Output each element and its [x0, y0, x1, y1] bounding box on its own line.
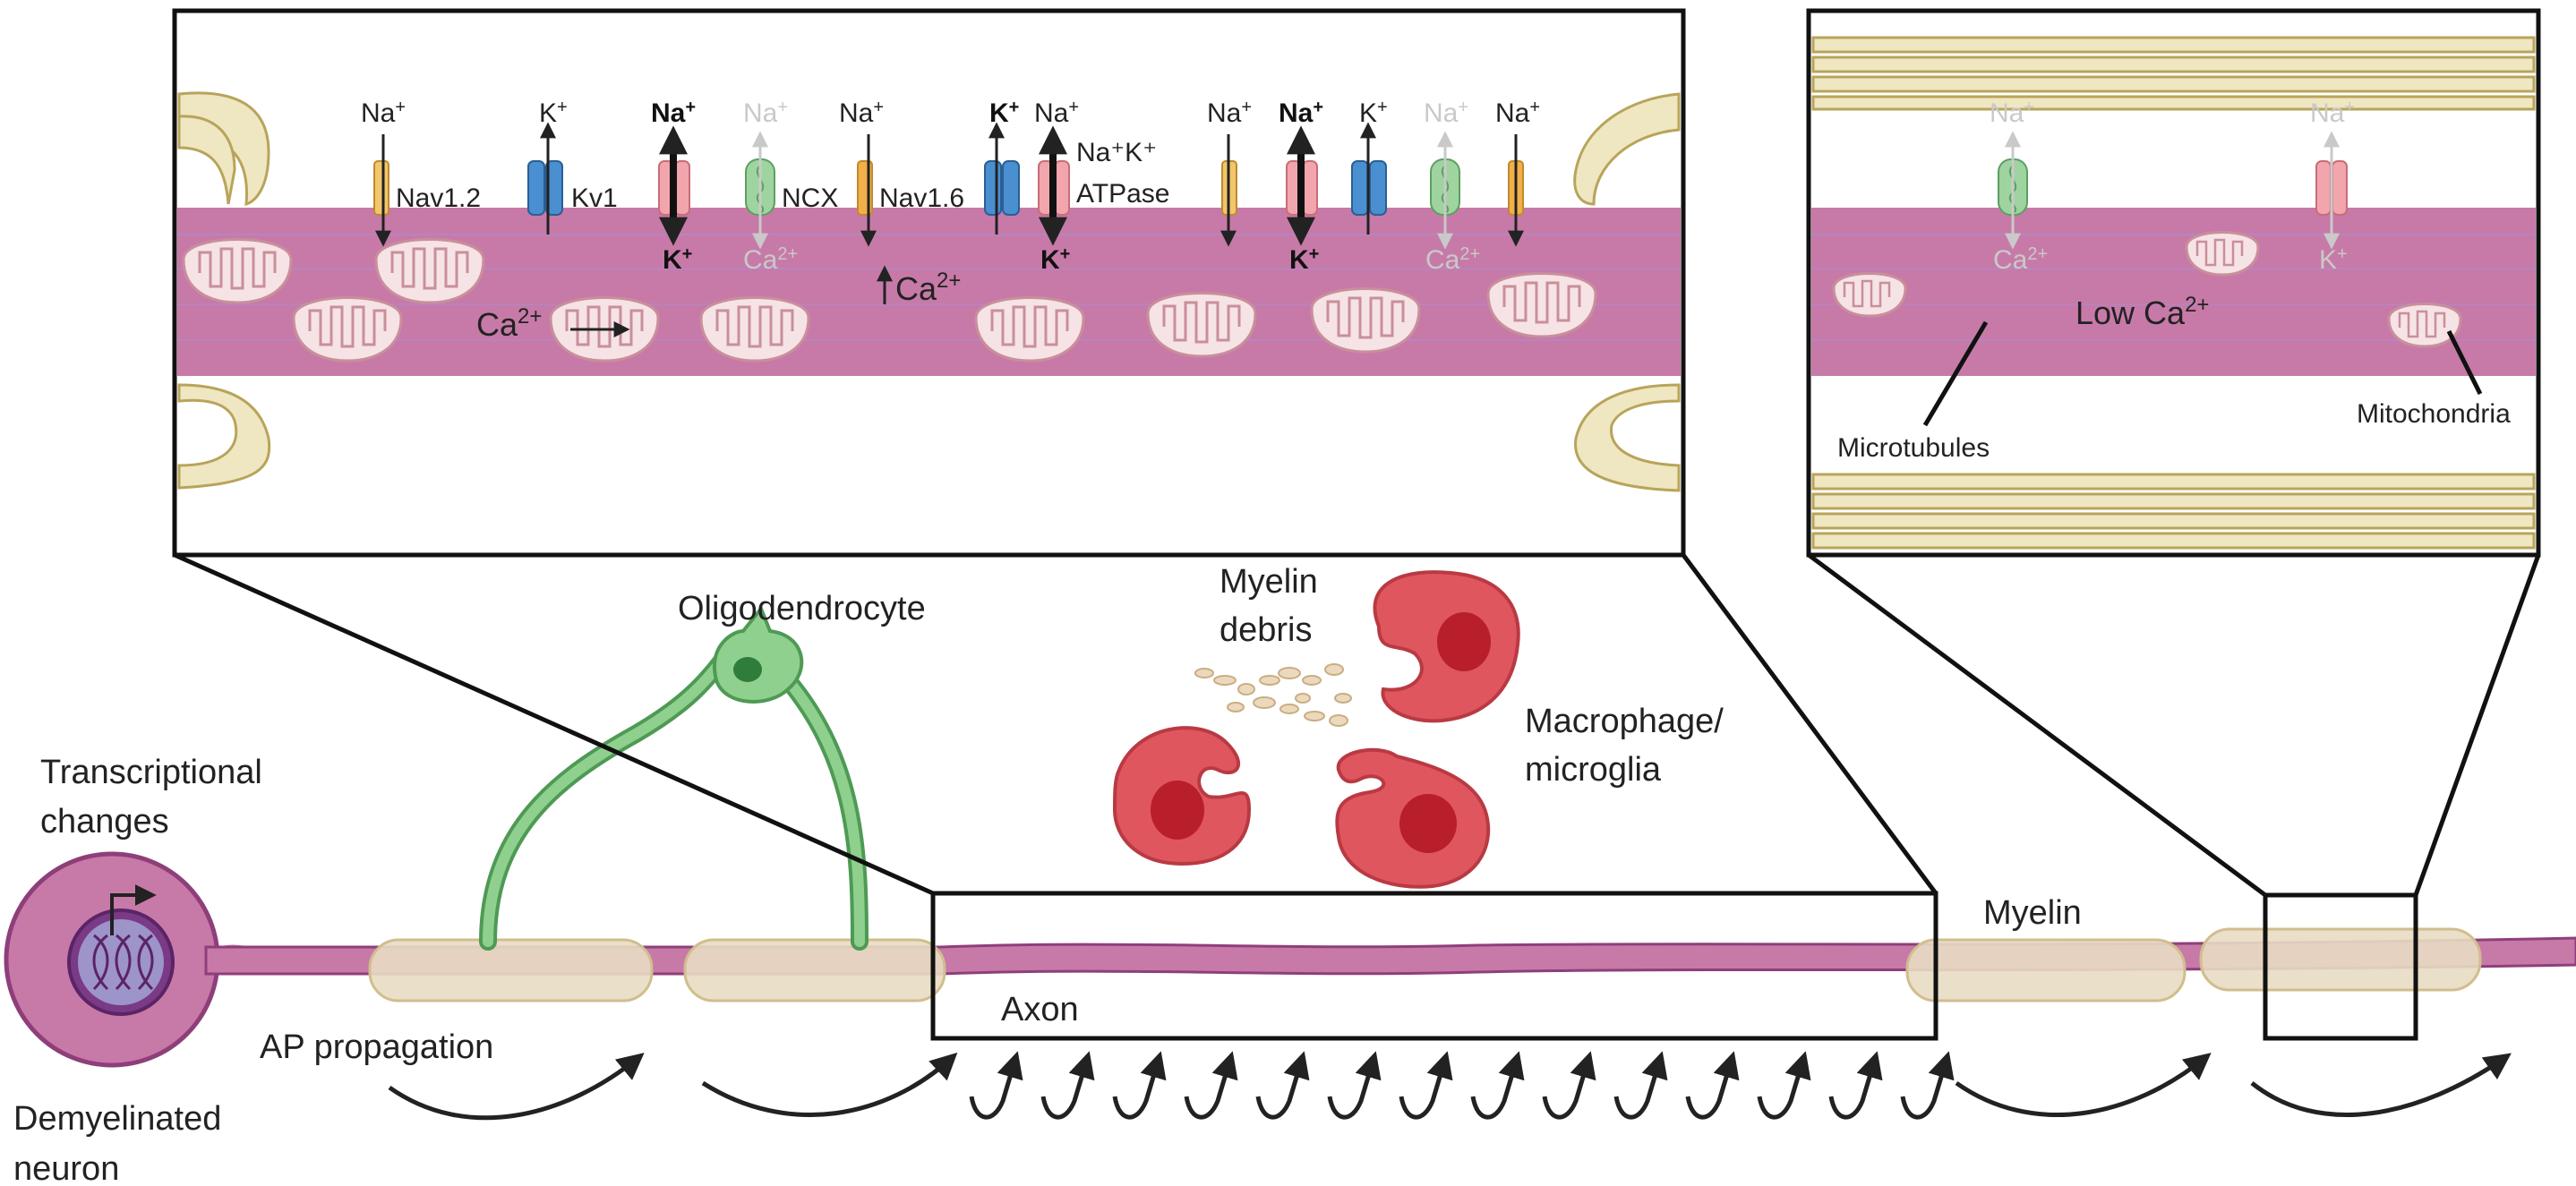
demyelinated-axon-panel: Na+ K+ Na+ K+ Na+ Ca2+ Na+ K+ Na+ K+ Na+… — [172, 8, 1686, 558]
ap-propagation-label: AP propagation — [260, 1028, 493, 1066]
continuous-conduction-arrows — [969, 1051, 1955, 1120]
ion-label-na: Na+ — [1495, 98, 1540, 128]
conduction-arrow — [969, 1051, 1023, 1120]
conduction-arrow — [1542, 1051, 1596, 1120]
kv1-label: Kv1 — [571, 183, 618, 213]
kv-channel-2-icon — [984, 160, 1020, 216]
transcriptional-label-line2: changes — [40, 803, 169, 840]
conduction-arrow — [1685, 1051, 1740, 1120]
macrophage-bottom — [1335, 747, 1491, 889]
myelin-debris-label-line1: Myelin — [1220, 563, 1318, 601]
myelin-debris — [1194, 663, 1352, 727]
macrophage-left — [1112, 726, 1252, 866]
ion-label-na: Na+ — [1279, 98, 1323, 128]
conduction-arrow — [1613, 1051, 1668, 1120]
conduction-arrow — [1757, 1051, 1811, 1120]
ion-label-k: K+ — [539, 98, 568, 128]
ion-label-k: K+ — [2319, 244, 2348, 275]
ion-label-na: Na+ — [1990, 98, 2034, 128]
conduction-arrow — [1900, 1051, 1955, 1120]
ion-label-k: K+ — [1359, 98, 1388, 128]
macrophage-label-line1: Macrophage/ — [1525, 703, 1724, 740]
myelin-label: Myelin — [1983, 894, 2082, 932]
ion-label-na: Na+ — [743, 98, 788, 128]
ion-label-na: Na+ — [839, 98, 884, 128]
mitochondria-label: Mitochondria — [2357, 399, 2511, 429]
nav12-label: Nav1.2 — [396, 183, 481, 213]
kv-channel-3-icon — [1351, 160, 1387, 216]
conduction-arrow — [1828, 1051, 1883, 1120]
ion-label-ca: Ca2+ — [476, 304, 542, 343]
ap-propagation-arrows — [388, 1052, 2512, 1121]
demyelinated-label-line1: Demyelinated — [13, 1100, 221, 1138]
ion-label-na: Na+ — [1034, 98, 1079, 128]
myelin-debris-label-line2: debris — [1220, 611, 1313, 649]
axon-zoom-box — [930, 891, 1938, 1041]
ion-label-k: K+ — [1040, 244, 1070, 275]
ncx-label: NCX — [782, 183, 838, 213]
conduction-arrow — [1399, 1051, 1453, 1120]
ion-label-k: K+ — [663, 244, 692, 275]
conduction-arrow — [1327, 1051, 1382, 1120]
nak-label: Na⁺K⁺ — [1076, 138, 1157, 167]
ion-label-na: Na+ — [1207, 98, 1252, 128]
conduction-arrow — [1470, 1051, 1525, 1120]
ion-label-na: Na+ — [2310, 98, 2355, 128]
conduction-arrow — [1255, 1051, 1310, 1120]
kv1-channel-icon — [527, 160, 563, 216]
oligodendrocyte-label: Oligodendrocyte — [678, 590, 926, 627]
conduction-arrow — [1040, 1051, 1095, 1120]
ion-label-k: K+ — [1289, 244, 1319, 275]
low-ca-label: Low Ca2+ — [2075, 293, 2209, 331]
myelinated-axon-panel: Na+ Ca2+ Na+ K+ Low Ca2+ Microtubules Mi… — [1806, 8, 2541, 558]
demyelinated-neuron-soma — [4, 851, 295, 1068]
atpase-label: ATPase — [1076, 179, 1170, 209]
transcriptional-label-line1: Transcriptional — [40, 754, 262, 791]
macrophage-label-line2: microglia — [1525, 751, 1662, 789]
ion-label-ca: Ca2+ — [1425, 244, 1480, 275]
ion-label-ca: Ca2+ — [1993, 244, 2048, 275]
ion-label-na: Na+ — [361, 98, 406, 128]
conduction-arrow — [1112, 1051, 1167, 1120]
oligodendrocyte — [479, 605, 869, 951]
nav12-channel-icon — [373, 160, 389, 216]
ion-label-k: K+ — [989, 98, 1019, 128]
myelin-sheaths — [368, 927, 2482, 1003]
conduction-arrow — [1184, 1051, 1238, 1120]
ion-label-na: Na+ — [651, 98, 696, 128]
axon-label: Axon — [1001, 991, 1079, 1028]
microtubules-label: Microtubules — [1837, 433, 1990, 463]
ion-label-na: Na+ — [1424, 98, 1468, 128]
transcription-arrow-icon — [110, 884, 157, 935]
ion-label-ca: Ca2+ — [895, 269, 961, 307]
myelin-zoom-box — [2263, 892, 2418, 1041]
nav16-channel-icon — [857, 160, 873, 216]
demyelinated-label-line2: neuron — [13, 1150, 119, 1186]
nav16-label: Nav1.6 — [879, 183, 964, 213]
dna-icon — [92, 934, 154, 991]
ion-label-ca: Ca2+ — [743, 244, 798, 275]
macrophage-top — [1373, 570, 1520, 723]
